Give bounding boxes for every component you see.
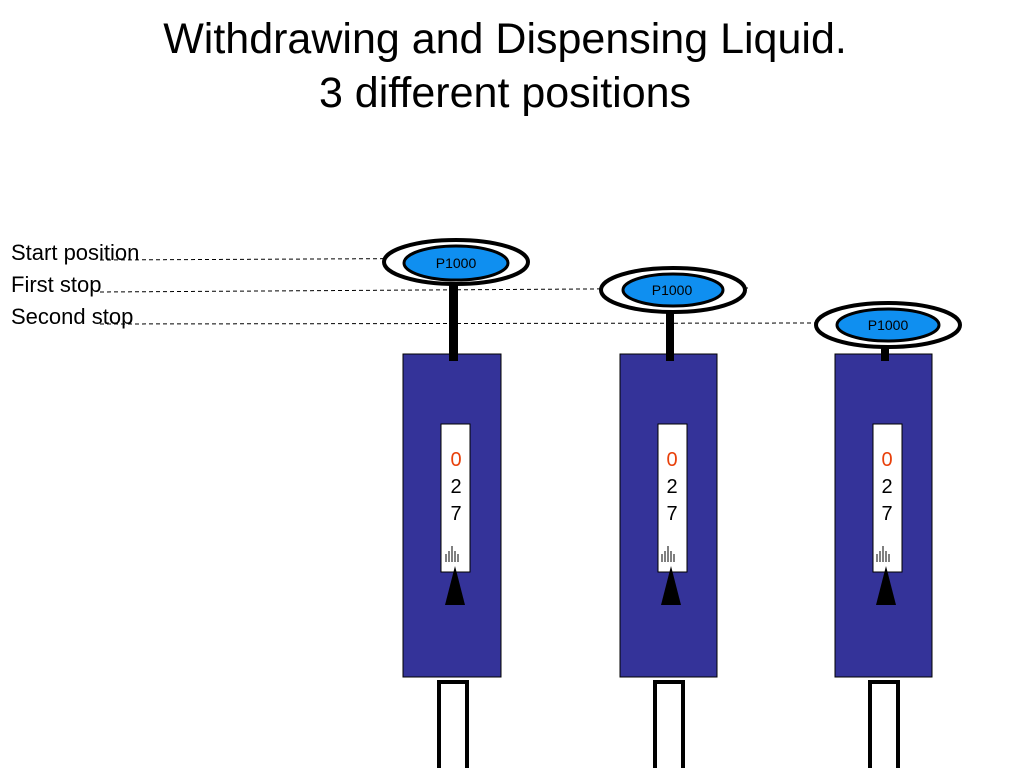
plunger-rod bbox=[881, 346, 889, 361]
indicator-arrow-icon bbox=[876, 566, 896, 605]
volume-scale-ticks bbox=[445, 546, 459, 562]
pipette-model-label: P1000 bbox=[652, 282, 693, 298]
plunger-rod bbox=[666, 312, 674, 361]
volume-digit: 2 bbox=[450, 476, 461, 498]
plunger-rod bbox=[449, 285, 458, 361]
plunger-button bbox=[621, 272, 725, 308]
title-line-1: Withdrawing and Dispensing Liquid. bbox=[163, 15, 847, 63]
pipette-second-stop: P1000 0 2 7 bbox=[814, 301, 962, 768]
indicator-arrow-icon bbox=[445, 566, 465, 605]
volume-digit: 2 bbox=[881, 476, 892, 498]
plunger-button bbox=[402, 244, 510, 282]
title-line-2: 3 different positions bbox=[318, 69, 692, 117]
start-position-label: Start position bbox=[11, 240, 139, 265]
second-stop-label: Second stop bbox=[11, 304, 133, 329]
volume-digit: 0 bbox=[666, 449, 677, 471]
volume-scale-ticks bbox=[661, 546, 675, 562]
pipette-model-label: P1000 bbox=[436, 255, 477, 271]
volume-display-window bbox=[872, 423, 903, 573]
plunger-button bbox=[835, 307, 941, 343]
volume-digit: 0 bbox=[450, 449, 461, 471]
volume-scale-ticks bbox=[876, 546, 890, 562]
pipette-tip bbox=[437, 680, 469, 768]
volume-display-window bbox=[657, 423, 688, 573]
volume-digit: 7 bbox=[666, 503, 677, 525]
pipette-first-stop: P1000 0 2 7 bbox=[599, 266, 747, 768]
volume-digit: 2 bbox=[666, 476, 677, 498]
volume-digit: 0 bbox=[881, 449, 892, 471]
volume-digit: 7 bbox=[450, 503, 461, 525]
start-position-guide-line bbox=[99, 257, 529, 261]
pipette-tip bbox=[868, 680, 900, 768]
pipette-start-position: P1000 0 2 7 bbox=[382, 238, 530, 768]
indicator-arrow-icon bbox=[661, 566, 681, 605]
pipette-model-label: P1000 bbox=[868, 317, 909, 333]
slide-title: Withdrawing and Dispensing Liquid. 3 dif… bbox=[0, 12, 1010, 120]
first-stop-label: First stop bbox=[11, 272, 101, 297]
second-stop-guide-line bbox=[99, 322, 819, 325]
volume-digit: 7 bbox=[881, 503, 892, 525]
volume-display-window bbox=[440, 423, 471, 573]
pipette-tip bbox=[653, 680, 685, 768]
